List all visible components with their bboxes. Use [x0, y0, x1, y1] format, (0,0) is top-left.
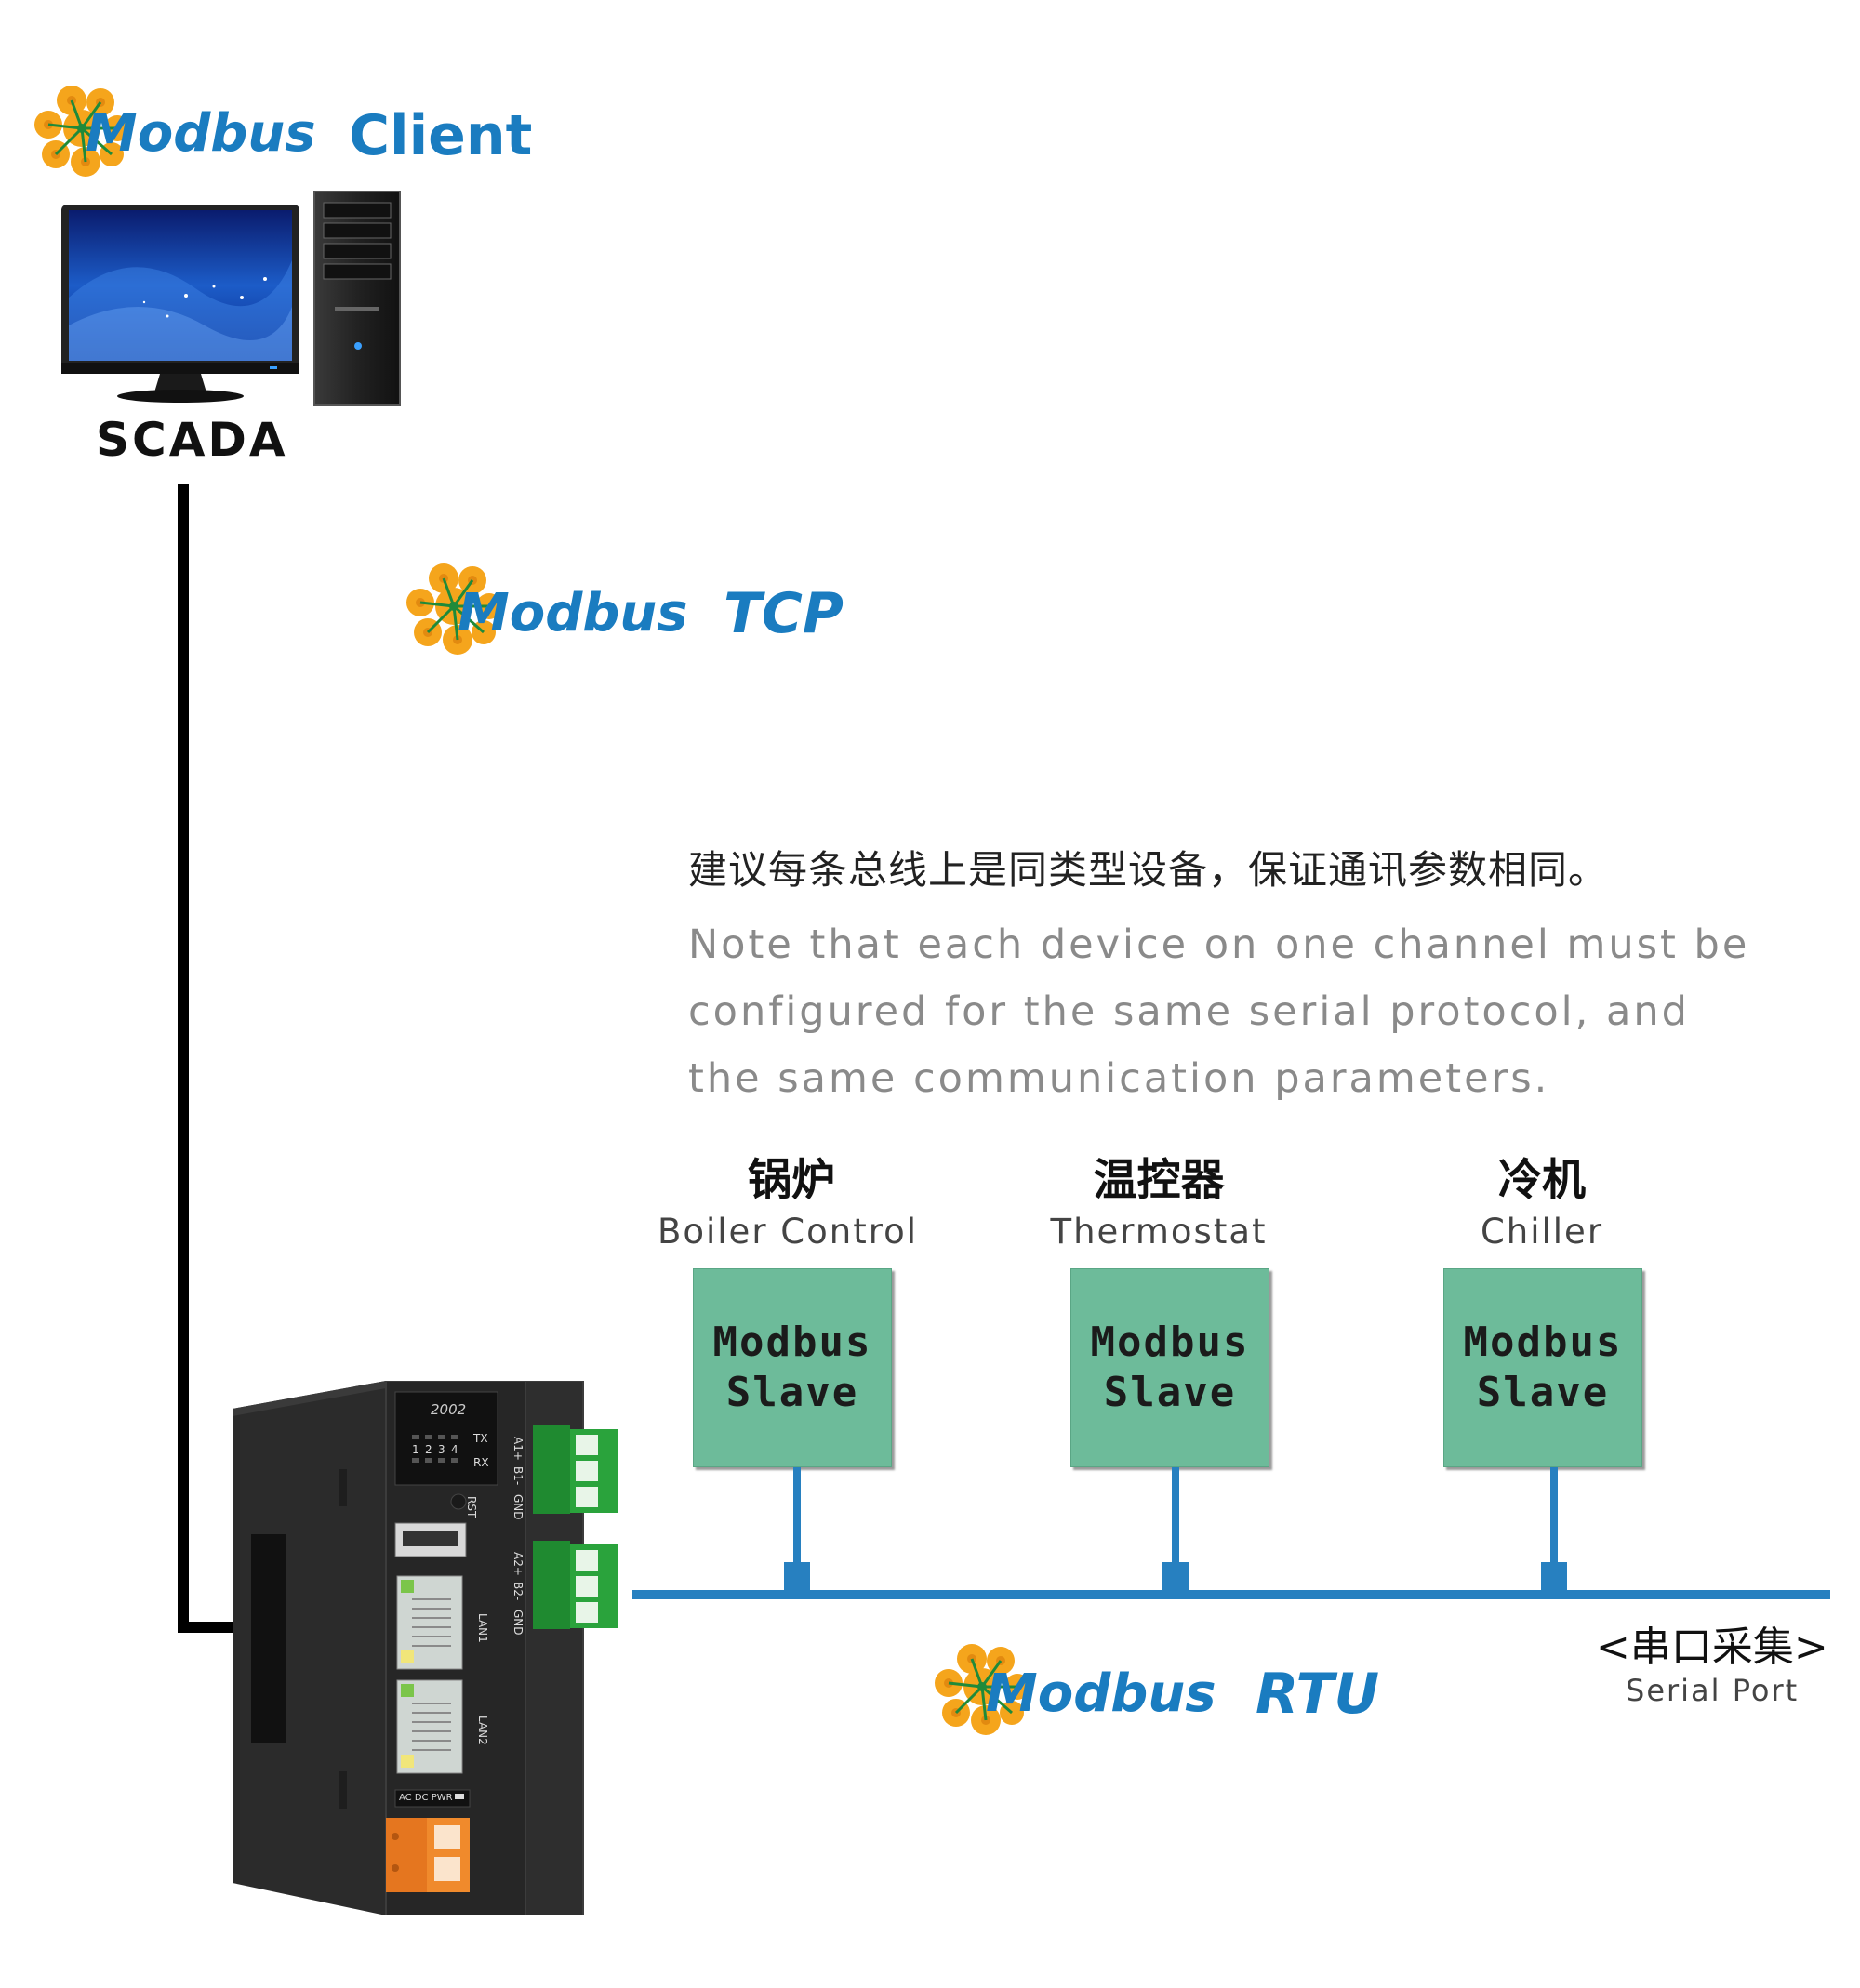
port-label-gnd2: GND [512, 1610, 525, 1636]
logo-rtu-suffix: RTU [1256, 1662, 1380, 1727]
logo-client-suffix: Client [349, 103, 533, 168]
device-boiler-en: Boiler Control [657, 1212, 919, 1252]
port-label-gnd1: GND [512, 1494, 525, 1520]
gateway-model-label: 2002 [431, 1401, 467, 1418]
note-chinese: 建议每条总线上是同类型设备，保证通讯参数相同。 [688, 847, 1609, 893]
note-line: Note that each device on one channel mus… [688, 921, 1750, 968]
logo-modbus-word: Modbus [86, 103, 316, 164]
led-label-4: 4 [451, 1443, 458, 1456]
gateway-body [232, 1381, 618, 1915]
note-english: Note that each device on one channel mus… [688, 911, 1841, 1112]
modbus-slave-thermostat: Modbus Slave [1070, 1268, 1269, 1467]
device-thermostat-en: Thermostat [1050, 1212, 1268, 1252]
serial-port-zh: <串口采集> [1596, 1624, 1828, 1671]
slave-line-2: Slave [725, 1369, 859, 1416]
slave-line-1: Modbus [712, 1319, 872, 1366]
rx-label: RX [473, 1456, 489, 1469]
logo-modbus-word: Modbus [458, 583, 688, 643]
slave-line-1: Modbus [1463, 1319, 1623, 1366]
device-thermostat-zh: 温控器 [1093, 1155, 1225, 1206]
modbus-slave-chiller: Modbus Slave [1443, 1268, 1642, 1467]
modbus-rtu-logo: Modbus RTU [928, 1638, 1412, 1741]
scada-computer-icon [61, 191, 401, 406]
modbus-flower-icon [406, 563, 502, 655]
device-boiler-zh: 锅炉 [748, 1155, 835, 1206]
logo-tcp-suffix: TCP [724, 581, 844, 646]
lan1-label: LAN1 [476, 1613, 489, 1643]
modbus-flower-icon [34, 86, 130, 177]
port-label-b2: B2- [512, 1582, 525, 1601]
modbus-slave-boiler: Modbus Slave [693, 1268, 892, 1467]
slave-line-2: Slave [1103, 1369, 1237, 1416]
rst-label: RST [465, 1496, 478, 1518]
note-line: configured for the same serial protocol,… [688, 988, 1690, 1035]
modbus-flower-icon [935, 1644, 1030, 1735]
slave-line-1: Modbus [1090, 1319, 1250, 1366]
slave-line-2: Slave [1476, 1369, 1610, 1416]
device-chiller-zh: 冷机 [1498, 1155, 1586, 1206]
tx-label: TX [473, 1432, 488, 1445]
port-label-a1: A1+ [512, 1437, 525, 1461]
led-label-1: 1 [412, 1443, 419, 1456]
led-label-3: 3 [438, 1443, 445, 1456]
modbus-tcp-logo: Modbus TCP [400, 558, 865, 660]
device-chiller-en: Chiller [1480, 1212, 1604, 1252]
port-label-a2: A2+ [512, 1552, 525, 1576]
modbus-client-logo: Modbus Client [28, 80, 549, 182]
logo-modbus-word: Modbus [986, 1663, 1216, 1724]
serial-port-en: Serial Port [1626, 1673, 1800, 1708]
scada-label: SCADA [96, 413, 288, 467]
lan2-label: LAN2 [476, 1716, 489, 1745]
led-label-2: 2 [425, 1443, 432, 1456]
modbus-gateway-device: 2002 1 2 3 4 TX RX RST LAN1 LAN2 A1+ B1-… [228, 1381, 637, 1915]
power-leds-label: AC DC PWR [399, 1793, 453, 1803]
note-line: the same communication parameters. [688, 1055, 1550, 1102]
port-label-b1: B1- [512, 1466, 525, 1486]
